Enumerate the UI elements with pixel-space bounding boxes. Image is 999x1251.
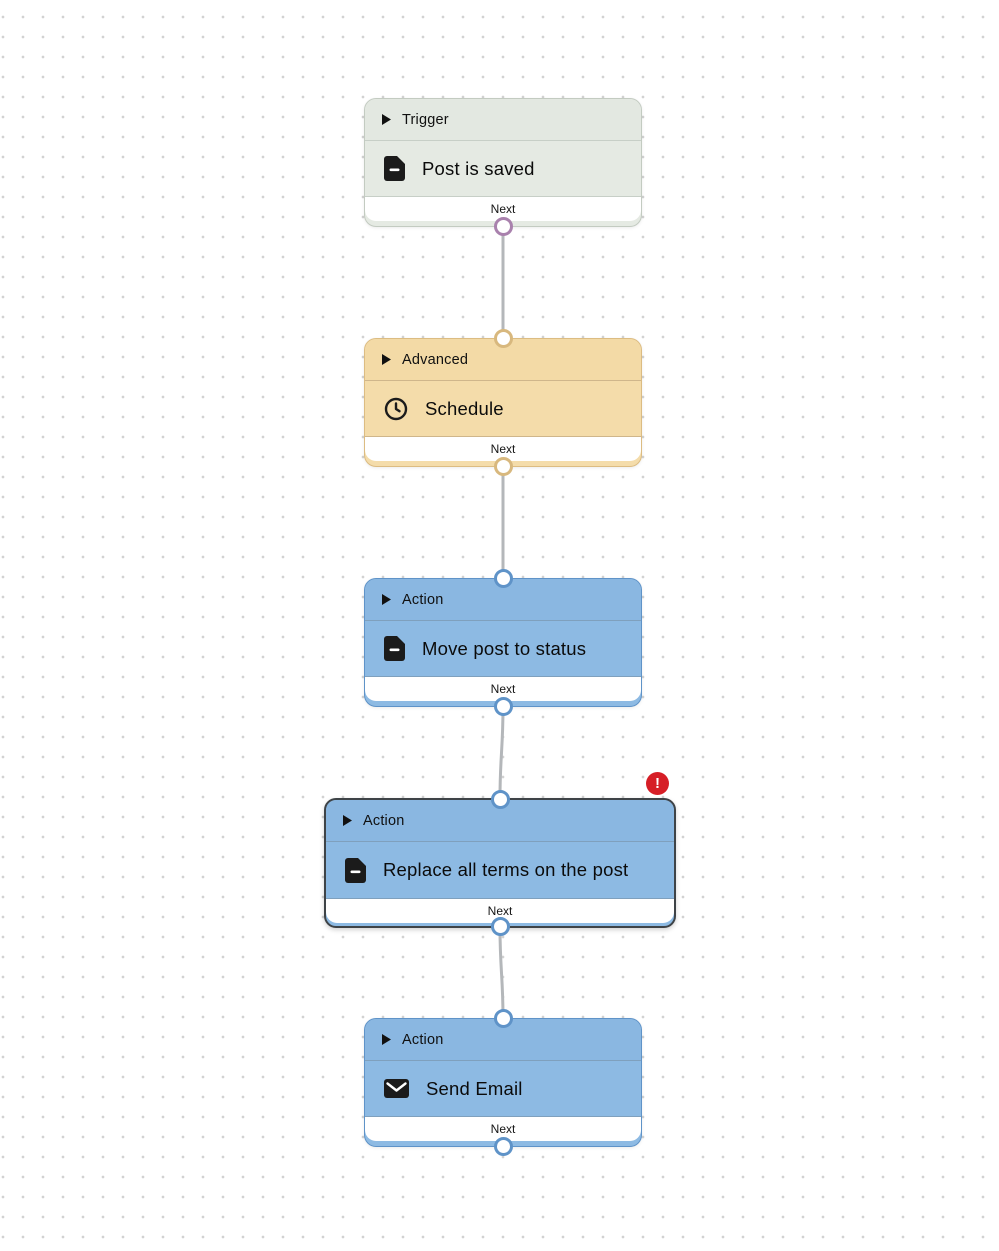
node-category-label: Advanced xyxy=(402,351,469,368)
collapse-triangle-icon xyxy=(382,114,391,125)
document-icon xyxy=(384,636,405,661)
input-handle[interactable] xyxy=(493,1009,513,1028)
node-title: Send Email xyxy=(426,1077,523,1099)
node-action-move-post-to-status[interactable]: Action Move post to status Next xyxy=(364,569,642,716)
collapse-triangle-icon xyxy=(382,1034,391,1045)
node-advanced-schedule[interactable]: Advanced Schedule Next xyxy=(364,329,642,476)
input-handle[interactable] xyxy=(493,569,513,588)
next-output-label: Next xyxy=(365,196,641,221)
node-title: Replace all terms on the post xyxy=(383,859,629,880)
node-trigger-post-is-saved[interactable]: Trigger Post is saved Next xyxy=(364,98,642,236)
next-output-label: Next xyxy=(365,436,641,461)
node-title-row[interactable]: Post is saved xyxy=(365,141,641,196)
output-handle[interactable] xyxy=(493,697,513,716)
error-badge: ! xyxy=(646,772,669,795)
edge-replace-terms-to-send-email[interactable] xyxy=(498,926,505,1020)
input-handle[interactable] xyxy=(493,329,513,348)
next-output-label: Next xyxy=(365,676,641,701)
node-category-header[interactable]: Trigger xyxy=(365,99,641,141)
document-icon xyxy=(384,156,405,181)
clock-icon xyxy=(384,397,408,421)
collapse-triangle-icon xyxy=(343,815,352,826)
node-category-label: Trigger xyxy=(402,111,449,128)
node-category-header[interactable]: Action xyxy=(365,579,641,621)
node-action-send-email[interactable]: Action Send Email Next xyxy=(364,1009,642,1156)
input-handle[interactable] xyxy=(490,790,510,809)
node-category-label: Action xyxy=(402,1031,444,1048)
node-title: Post is saved xyxy=(422,157,535,179)
node-title-row[interactable]: Replace all terms on the post xyxy=(326,842,674,898)
collapse-triangle-icon xyxy=(382,354,391,365)
node-category-label: Action xyxy=(363,812,405,829)
output-handle[interactable] xyxy=(490,917,510,936)
document-icon xyxy=(345,857,366,883)
node-title-row[interactable]: Send Email xyxy=(365,1061,641,1116)
output-handle[interactable] xyxy=(493,217,513,236)
node-title: Move post to status xyxy=(422,637,587,659)
node-title: Schedule xyxy=(425,397,504,419)
edge-move-post-to-replace-terms[interactable] xyxy=(498,705,505,800)
node-category-label: Action xyxy=(402,591,444,608)
node-action-replace-all-terms[interactable]: ! Action Replace all terms on the post N… xyxy=(324,772,676,936)
next-output-label: Next xyxy=(365,1116,641,1141)
collapse-triangle-icon xyxy=(382,594,391,605)
output-handle[interactable] xyxy=(493,1137,513,1156)
node-title-row[interactable]: Schedule xyxy=(365,381,641,436)
output-handle[interactable] xyxy=(493,457,513,476)
node-title-row[interactable]: Move post to status xyxy=(365,621,641,676)
envelope-icon xyxy=(384,1079,409,1098)
